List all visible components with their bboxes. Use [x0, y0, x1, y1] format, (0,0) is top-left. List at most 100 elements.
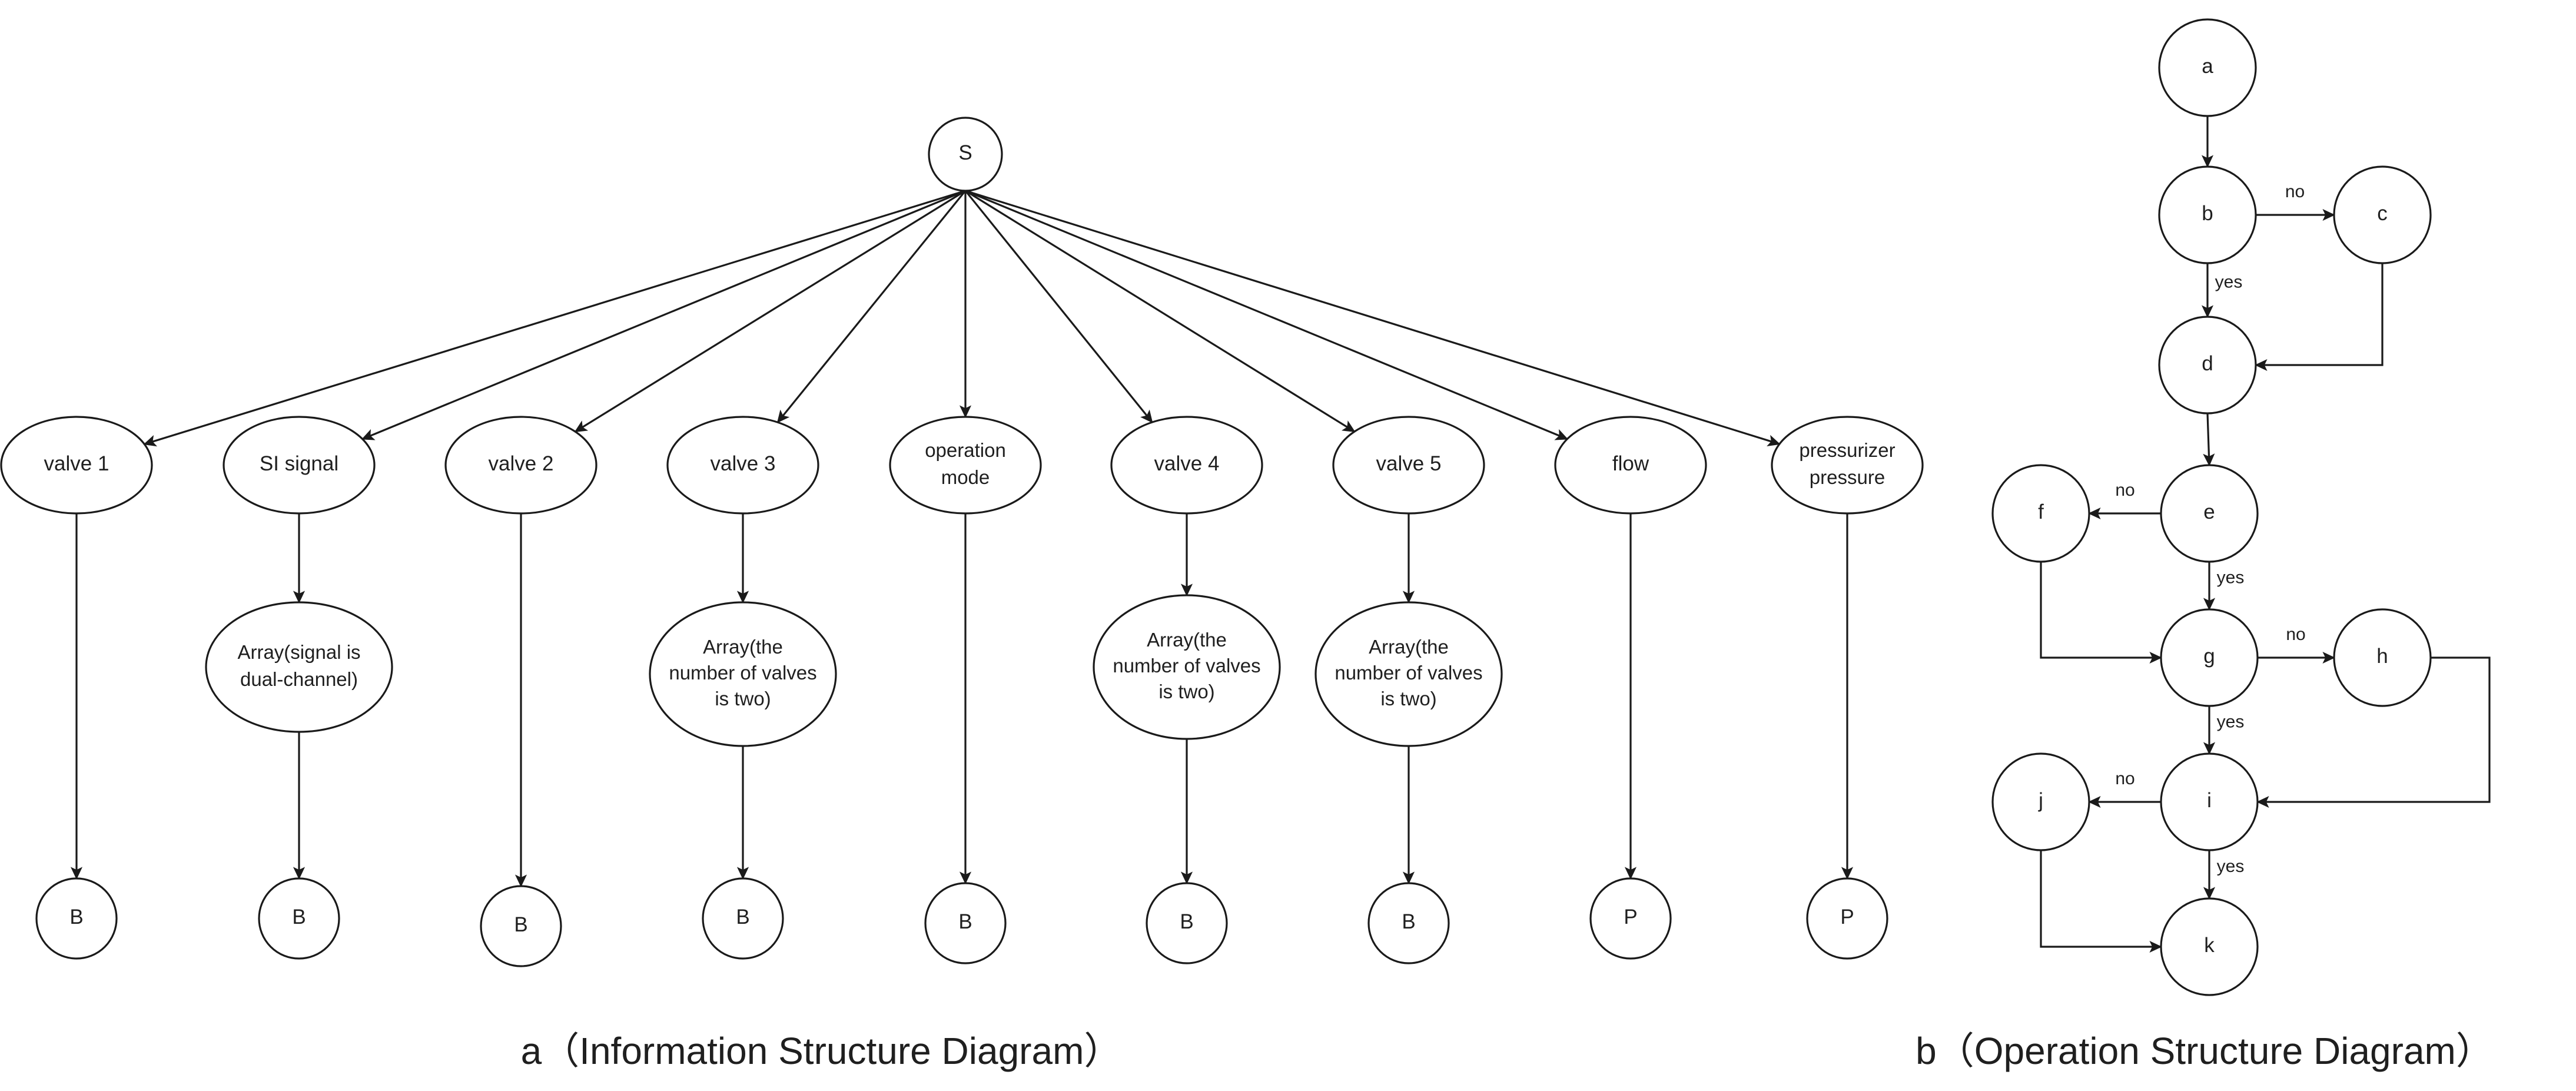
node-label: k [2204, 934, 2215, 957]
node-panel-b-e[interactable]: e [2160, 464, 2259, 563]
edge-panel-b-d-e [2203, 413, 2215, 466]
node-label: B [69, 906, 83, 928]
node-panel-b-h[interactable]: h [2333, 608, 2432, 707]
node-shape [1806, 877, 1888, 960]
node-panel-a-l4[interactable]: B [702, 877, 784, 960]
node-panel-a-n6[interactable]: valve 4 [1110, 416, 1263, 515]
node-shape [1093, 594, 1281, 740]
node-label: i [2207, 789, 2212, 812]
edge-panel-a-S-n6 [964, 190, 1153, 423]
edge-panel-a-S-n9 [965, 190, 1781, 446]
caption-operation-structure-diagram: b（Operation Structure Diagram） [1916, 1030, 2494, 1072]
edge-panel-b-j-k [2040, 850, 2162, 953]
edge-panel-a-S-n8 [965, 190, 1569, 440]
node-panel-b-i[interactable]: i [2160, 752, 2259, 851]
node-label: valve 5 [1376, 452, 1442, 475]
node-panel-a-l2[interactable]: B [258, 877, 340, 960]
node-panel-b-d[interactable]: d [2158, 316, 2257, 414]
panel-a-edge-layer [70, 190, 1854, 887]
node-panel-b-c[interactable]: c [2333, 165, 2432, 264]
node-label: B [514, 913, 527, 936]
node-label: B [1402, 910, 1415, 933]
node-label: B [1180, 910, 1193, 933]
edge-label-panel-b-e-g: yes [2217, 568, 2245, 587]
node-panel-a-n3[interactable]: valve 2 [444, 416, 597, 515]
node-shape [2160, 464, 2259, 563]
panel-b-node-layer: a b c de f g h i j k [1991, 18, 2432, 996]
node-shape [258, 877, 340, 960]
node-label: f [2038, 500, 2044, 523]
node-label: B [292, 906, 306, 928]
node-shape [1314, 601, 1503, 747]
edge-panel-b-f-g [2040, 562, 2162, 664]
node-label: g [2203, 645, 2215, 668]
edge-label-panel-b-g-i: yes [2217, 712, 2245, 731]
edge-label-panel-b-b-c: no [2285, 182, 2305, 201]
node-shape [1991, 752, 2090, 851]
node-panel-b-g[interactable]: g [2160, 608, 2259, 707]
node-shape [1554, 416, 1707, 515]
node-panel-a-l5[interactable]: B [924, 882, 1007, 964]
edge-panel-a-S-n2 [361, 190, 966, 440]
node-panel-a-n2[interactable]: SI signal [223, 416, 376, 515]
edge-panel-a-S-n1 [143, 190, 966, 447]
node-panel-a-n7[interactable]: valve 5 [1332, 416, 1485, 515]
node-panel-a-l3[interactable]: B [480, 885, 562, 967]
node-shape [666, 416, 819, 515]
node-label: flow [1612, 452, 1649, 475]
node-label: c [2377, 202, 2388, 225]
node-shape [1110, 416, 1263, 515]
node-panel-a-l7[interactable]: B [1367, 882, 1450, 964]
node-shape [480, 885, 562, 967]
node-panel-a-l1[interactable]: B [35, 877, 118, 960]
node-label: valve 2 [489, 452, 554, 475]
node-shape [1332, 416, 1485, 515]
edge-label-panel-b-i-k: yes [2217, 857, 2245, 876]
node-panel-b-b[interactable]: b [2158, 165, 2257, 264]
node-shape [35, 877, 118, 960]
node-shape [2160, 752, 2259, 851]
node-panel-b-a[interactable]: a [2158, 18, 2257, 117]
node-label: h [2376, 645, 2388, 668]
edge-panel-a-S-n7 [965, 190, 1356, 433]
node-shape [1991, 464, 2090, 563]
node-shape [649, 601, 837, 747]
node-label: valve 4 [1154, 452, 1220, 475]
node-label: valve 3 [711, 452, 776, 475]
node-panel-a-n4[interactable]: valve 3 [666, 416, 819, 515]
node-shape [1771, 416, 1924, 515]
node-label: j [2038, 789, 2043, 812]
node-shape [2158, 316, 2257, 414]
node-panel-a-l8[interactable]: P [1589, 877, 1672, 960]
node-shape [928, 117, 1003, 192]
node-shape [1146, 882, 1228, 964]
node-panel-a-l6[interactable]: B [1146, 882, 1228, 964]
node-panel-a-l9[interactable]: P [1806, 877, 1888, 960]
node-panel-a-S[interactable]: S [928, 117, 1003, 192]
node-panel-b-f[interactable]: f [1991, 464, 2090, 563]
node-panel-a-n1[interactable]: valve 1 [0, 416, 153, 515]
node-panel-a-n8[interactable]: flow [1554, 416, 1707, 515]
node-label: b [2202, 202, 2213, 225]
node-shape [924, 882, 1007, 964]
node-panel-b-k[interactable]: k [2160, 897, 2259, 996]
node-shape [702, 877, 784, 960]
node-label: P [1840, 906, 1854, 928]
node-panel-b-j[interactable]: j [1991, 752, 2090, 851]
node-shape [0, 416, 153, 515]
edge-panel-b-h-i [2256, 656, 2491, 808]
node-label: B [736, 906, 749, 928]
